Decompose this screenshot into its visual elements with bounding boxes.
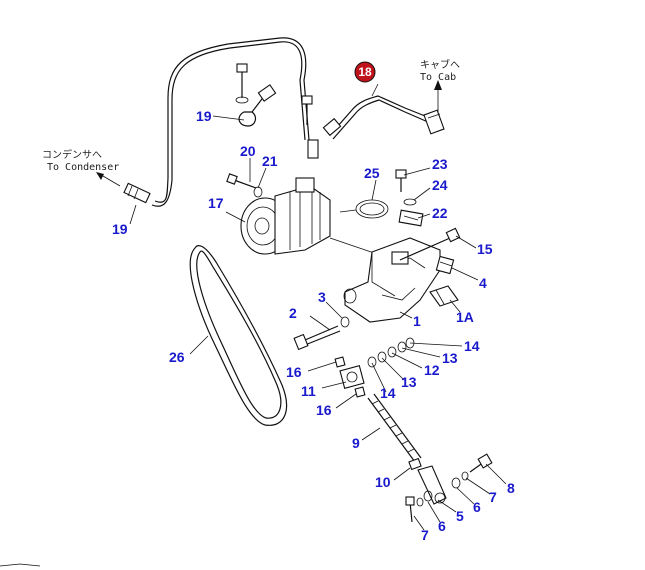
to-cab-en-label: To Cab — [420, 72, 456, 83]
callout-2: 2 — [289, 305, 297, 321]
callout-19-upper: 19 — [196, 108, 212, 124]
bolt-top-left — [235, 63, 249, 104]
callout-17: 17 — [208, 195, 224, 211]
callout-14-right: 14 — [464, 338, 480, 354]
washer-7-left — [416, 497, 424, 507]
bracket — [343, 237, 441, 323]
hose-connector-center — [307, 117, 342, 159]
clamp-22 — [398, 209, 424, 227]
hose-to-cab — [329, 95, 431, 136]
callout-24: 24 — [432, 177, 448, 193]
bolt-7-left — [405, 496, 415, 523]
leader-lines — [129, 83, 507, 531]
washer-3 — [340, 316, 350, 328]
callout-7-left: 7 — [421, 527, 429, 543]
hose-to-condenser — [151, 41, 306, 207]
callout-26: 26 — [169, 349, 185, 365]
callout-1: 1 — [413, 313, 421, 329]
to-cab-jp-label: キャブへ — [420, 58, 460, 71]
bolt-8 — [469, 453, 493, 473]
bolt-top-middle — [301, 95, 313, 125]
callout-25: 25 — [364, 165, 380, 181]
hose-to-cab-outer — [332, 99, 429, 140]
bushing-16-lower — [354, 386, 366, 398]
callout-1a: 1A — [456, 309, 474, 325]
callout-3: 3 — [318, 289, 326, 305]
condenser-fitting — [123, 182, 151, 204]
callout-6-left: 6 — [438, 518, 446, 534]
adjust-rod-9 — [367, 393, 422, 463]
callout-18-badge: 18 — [354, 61, 376, 83]
washer-7-right — [461, 471, 469, 481]
callout-4: 4 — [479, 275, 487, 291]
washer-21 — [253, 186, 263, 198]
bolt-15 — [399, 227, 461, 261]
spacer-4 — [435, 255, 455, 275]
adjuster-block-11 — [339, 365, 365, 389]
compressor — [240, 177, 381, 256]
callout-9: 9 — [352, 435, 360, 451]
to-condenser-jp-label: コンデンサへ — [42, 148, 102, 161]
bushing-16-upper — [334, 356, 346, 368]
callout-5: 5 — [456, 508, 464, 524]
callout-10: 10 — [375, 474, 391, 490]
v-belt-26 — [189, 245, 288, 426]
bolt-2 — [293, 325, 341, 351]
callout-11: 11 — [301, 383, 316, 399]
washer-stack-12-13-14 — [367, 337, 415, 368]
clip-1a — [429, 285, 459, 307]
callout-7-right: 7 — [489, 489, 497, 505]
callout-6-right: 6 — [473, 499, 481, 515]
callout-13-right: 13 — [442, 350, 458, 366]
washer-6-left — [423, 490, 433, 502]
cab-fitting — [423, 109, 445, 135]
washer-6-right — [451, 477, 461, 489]
callout-20: 20 — [240, 143, 256, 159]
callout-15: 15 — [477, 241, 493, 257]
callout-12: 12 — [424, 362, 440, 378]
callout-13-left: 13 — [401, 374, 417, 390]
to-condenser-arrow — [96, 172, 121, 187]
callout-21: 21 — [262, 153, 278, 169]
callout-19-lower: 19 — [112, 221, 128, 237]
callout-22: 22 — [432, 205, 448, 221]
to-cab-arrow — [434, 80, 442, 112]
bolt-20 — [226, 173, 257, 189]
callout-14-left: 14 — [380, 385, 396, 401]
callout-23: 23 — [432, 156, 448, 172]
washer-24 — [403, 198, 417, 206]
nut-10 — [408, 457, 422, 471]
hose-to-condenser-outer — [154, 37, 310, 203]
callout-16-lower: 16 — [316, 402, 332, 418]
callout-18: 18 — [358, 65, 372, 79]
corner-mark — [0, 563, 41, 567]
oring-25 — [339, 199, 389, 219]
callout-16-upper: 16 — [286, 364, 302, 380]
hose-clamp-19-upper — [238, 84, 277, 127]
to-condenser-en-label: To Condenser — [47, 162, 119, 173]
lever-5 — [417, 465, 447, 505]
callout-8: 8 — [507, 480, 515, 496]
bolt-23 — [395, 169, 407, 192]
